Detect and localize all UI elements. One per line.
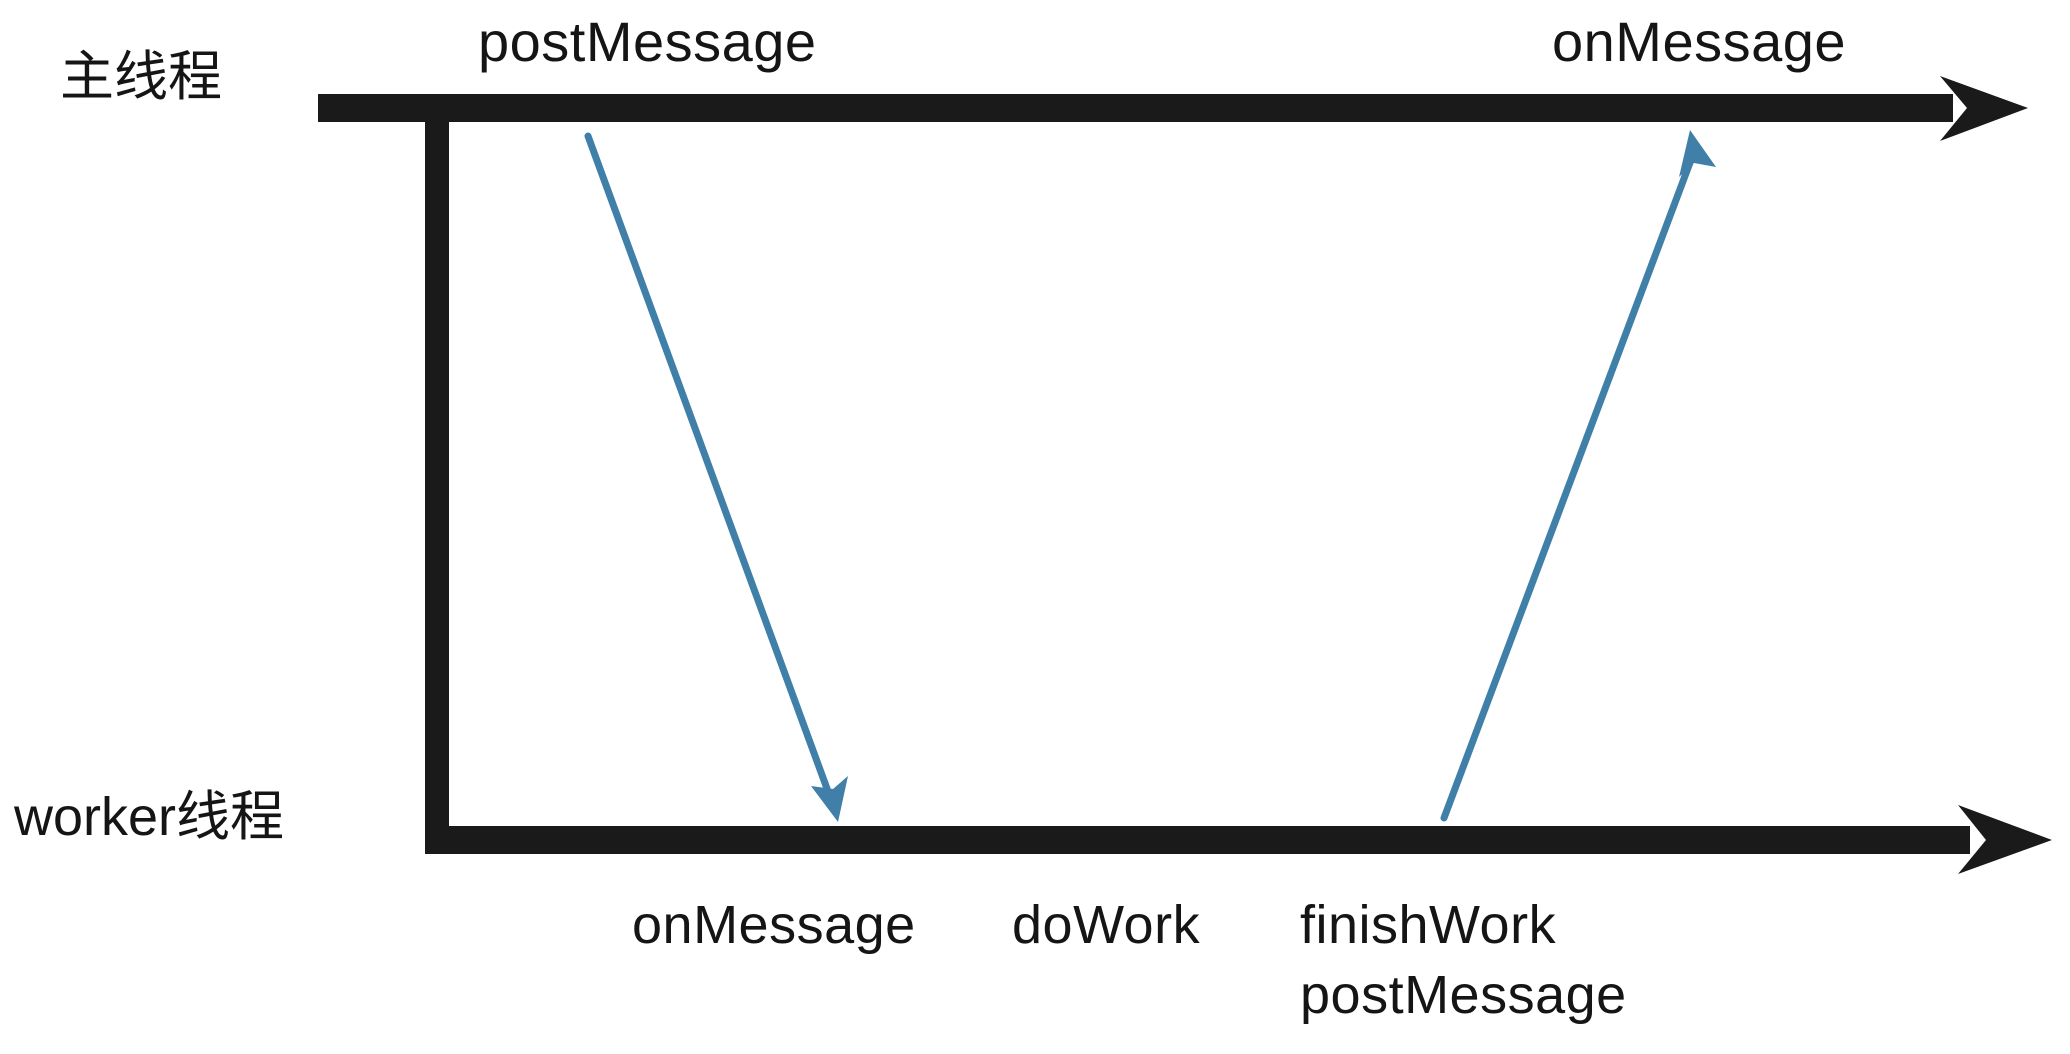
lane-label-main-thread: 主线程 [60, 47, 222, 107]
event-label-on-message-main: onMessage [1552, 10, 1847, 73]
event-label-post-message-worker: postMessage [1300, 965, 1627, 1025]
message-arrow-worker-to-main-line [1440, 148, 1698, 822]
event-label-post-message-main: postMessage [478, 10, 817, 73]
worker-thread-timeline [425, 805, 2052, 874]
message-arrow-main-to-worker-line [584, 132, 837, 809]
main-thread-line [318, 94, 1953, 122]
event-label-on-message-worker: onMessage [632, 895, 916, 955]
message-arrow-worker-to-main-head-icon [1679, 130, 1716, 177]
message-arrow-main-to-worker [584, 132, 848, 822]
main-thread-timeline [318, 76, 2028, 141]
event-label-finish-work: finishWork [1300, 895, 1557, 955]
message-arrow-main-to-worker-head-icon [811, 776, 848, 822]
worker-thread-arrowhead-icon [1958, 805, 2052, 874]
worker-thread-line [425, 826, 1970, 854]
event-label-do-work: doWork [1012, 895, 1201, 955]
thread-spawn-connector [425, 108, 449, 845]
main-thread-arrowhead-icon [1940, 76, 2028, 141]
message-arrow-worker-to-main [1440, 130, 1716, 822]
lane-label-worker-thread: worker线程 [14, 787, 285, 847]
